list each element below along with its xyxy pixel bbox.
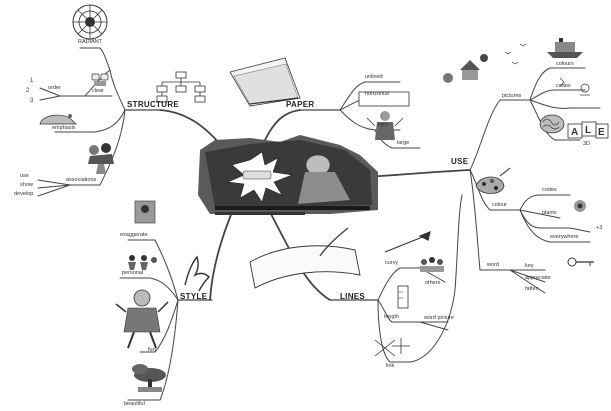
- label-curvy: curvy: [385, 261, 398, 267]
- key-icon: [568, 258, 594, 266]
- radiant-wheel-icon: [73, 5, 107, 39]
- ruler-icon: [398, 286, 408, 308]
- label-appreciate: appreciate: [525, 276, 551, 282]
- label-fun: fun: [148, 348, 156, 354]
- label-use: use: [20, 174, 29, 180]
- label-word: word: [487, 263, 499, 269]
- paper-stack-icon: [230, 58, 300, 106]
- label-clear: clear: [92, 89, 104, 95]
- branch-label-lines: LINES: [340, 293, 365, 301]
- svg-text:3: 3: [30, 98, 34, 104]
- label-plus3: +3: [596, 226, 602, 232]
- label-length: length: [384, 315, 399, 321]
- label-codes: codes: [556, 84, 571, 90]
- svg-text:L: L: [585, 125, 591, 136]
- label-horizontal: horizontal: [365, 92, 389, 98]
- scroll-icon: [250, 228, 360, 288]
- others-group-icon: [420, 257, 444, 272]
- associations-figures-icon: [88, 143, 114, 174]
- branch-label-structure: STRUCTURE: [127, 101, 179, 109]
- label-exaggerate: exaggerate: [120, 233, 148, 239]
- label-personal: personal: [122, 271, 143, 277]
- svg-text:A: A: [571, 127, 578, 138]
- boat-icon: [547, 38, 583, 58]
- label-fatten: fatten: [525, 287, 539, 293]
- svg-text:E: E: [598, 127, 605, 138]
- paper-branch-line: [265, 110, 300, 140]
- flower-icon: [574, 200, 586, 212]
- mouse-icon: [40, 114, 76, 124]
- label-show: show: [20, 183, 33, 189]
- label-beautiful: beautiful: [124, 402, 145, 408]
- brain-icon: [540, 115, 564, 133]
- label-everywhere: everywhere: [550, 235, 578, 241]
- personal-figures-icon: [128, 255, 157, 270]
- hierarchy-chart-icon: [157, 72, 205, 102]
- label-pictures: pictures: [502, 94, 521, 100]
- label-large: large: [397, 141, 409, 147]
- style-branch-line: [210, 205, 235, 300]
- branch-label-style: STYLE: [180, 293, 207, 301]
- svg-text:1: 1: [30, 78, 34, 84]
- label-word-picture: word picture: [424, 316, 454, 322]
- number-order-icon: 123: [26, 78, 34, 104]
- brush-icon: [385, 232, 430, 252]
- board-figure-icon: [359, 92, 409, 140]
- house-picture-icon: [443, 54, 488, 83]
- central-image: [198, 135, 378, 215]
- label-unlined: unlined: [365, 75, 383, 81]
- paint-palette-icon: [476, 168, 510, 194]
- label-order: order: [48, 86, 61, 92]
- label-colour: colour: [492, 203, 507, 209]
- label-codes-2: codes: [542, 188, 557, 194]
- windmill-icon: [375, 338, 410, 356]
- branch-label-use: USE: [451, 158, 468, 166]
- label-emphasis: emphasis: [52, 126, 76, 132]
- svg-text:2: 2: [26, 88, 30, 94]
- label-link: link: [386, 364, 394, 370]
- label-key: key: [525, 264, 534, 270]
- label-3d: 3D: [583, 142, 590, 148]
- fun-clown-figure-icon: [116, 290, 168, 348]
- branch-lines: [38, 48, 600, 400]
- label-others: others: [425, 281, 440, 287]
- branch-label-paper: PAPER: [286, 101, 314, 109]
- label-develop: develop: [14, 192, 33, 198]
- label-associations: associations: [66, 178, 96, 184]
- handwriting-icon: [185, 257, 209, 291]
- label-colours: colours: [556, 62, 574, 68]
- label-radiant: RADIANT: [78, 40, 102, 46]
- exaggerate-figure-icon: [135, 201, 155, 223]
- bonsai-tree-icon: [132, 364, 166, 392]
- label-size: size: [378, 123, 388, 129]
- label-plants: plants: [542, 211, 557, 217]
- birds-icon: [505, 44, 526, 64]
